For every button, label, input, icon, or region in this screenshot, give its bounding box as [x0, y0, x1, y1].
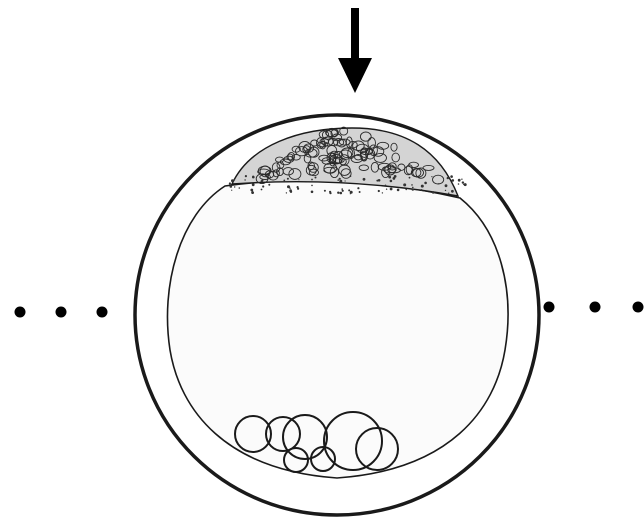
periblast-speck [261, 179, 263, 181]
periblast-speck [261, 189, 263, 191]
periblast-speck [268, 184, 270, 186]
periblast-speck [462, 181, 464, 183]
periblast-speck [452, 179, 455, 182]
right-ellipsis-dots [544, 302, 644, 313]
periblast-speck [359, 191, 361, 193]
periblast-speck [357, 187, 359, 189]
periblast-speck [405, 189, 407, 191]
periblast-speck [342, 190, 344, 192]
periblast-speck [337, 192, 339, 194]
periblast-speck [252, 176, 255, 179]
periblast-speck [315, 177, 317, 179]
periblast-speck [350, 175, 352, 177]
periblast-speck [450, 175, 453, 178]
periblast-speck [390, 188, 393, 191]
periblast-speck [461, 179, 462, 180]
periblast-speck [448, 193, 449, 194]
periblast-speck [229, 182, 231, 184]
periblast-speck [239, 187, 241, 189]
periblast-speck [386, 189, 387, 190]
periblast-speck [340, 192, 343, 195]
periblast-speck [230, 185, 233, 188]
periblast-speck [311, 185, 313, 187]
periblast-speck [231, 179, 234, 182]
periblast-speck [262, 185, 264, 187]
periblast-speck [397, 189, 400, 192]
periblast-speck [390, 180, 393, 183]
periblast-speck [445, 190, 446, 191]
periblast-speck [445, 184, 448, 187]
periblast-speck [412, 188, 414, 190]
periblast-speck [403, 183, 406, 186]
periblast-speck [451, 190, 454, 193]
left-ellipsis-dots [15, 307, 108, 318]
periblast-speck [464, 183, 467, 186]
periblast-speck [244, 179, 245, 180]
periblast-speck [287, 185, 290, 188]
down-arrow-icon [338, 8, 372, 93]
periblast-speck [329, 192, 331, 194]
periblast-speck [348, 189, 350, 191]
periblast-speck [252, 183, 255, 186]
periblast-speck [431, 176, 432, 177]
periblast-speck [245, 175, 247, 177]
periblast-speck [283, 180, 285, 182]
periblast-speck [337, 179, 339, 181]
yolk-cell [167, 180, 508, 478]
periblast-speck [458, 179, 461, 182]
periblast-speck [289, 188, 290, 189]
periblast-speck [298, 179, 299, 180]
periblast-speck [339, 178, 341, 180]
periblast-speck [251, 191, 254, 194]
periblast-speck [432, 191, 435, 194]
periblast-speck [424, 182, 427, 185]
periblast-speck [311, 191, 314, 194]
periblast-speck [234, 186, 235, 187]
periblast-speck [341, 188, 343, 190]
periblast-speck [438, 183, 439, 184]
periblast-speck [311, 179, 313, 181]
periblast-speck [394, 175, 397, 178]
periblast-speck [409, 177, 411, 179]
periblast-speck [421, 185, 424, 188]
periblast-speck [290, 191, 292, 193]
periblast-speck [287, 178, 289, 180]
periblast-speck [363, 178, 366, 181]
periblast-speck [297, 186, 299, 188]
periblast-speck [286, 192, 287, 193]
periblast-speck [421, 189, 423, 191]
periblast-speck [385, 185, 387, 187]
periblast-speck [250, 189, 253, 192]
periblast-speck [378, 179, 381, 182]
periblast-speck [447, 177, 449, 179]
periblast-speck [324, 190, 326, 192]
periblast-speck [458, 183, 460, 185]
periblast-speck [382, 192, 383, 193]
periblast-speck [463, 184, 464, 185]
periblast-speck [339, 180, 342, 183]
periblast-speck [350, 193, 351, 194]
periblast-speck [388, 176, 391, 179]
periblast-speck [412, 187, 414, 189]
periblast-speck [378, 190, 380, 192]
periblast-speck [231, 190, 232, 191]
periblast-speck [411, 184, 413, 186]
periblast-speck [345, 180, 346, 181]
